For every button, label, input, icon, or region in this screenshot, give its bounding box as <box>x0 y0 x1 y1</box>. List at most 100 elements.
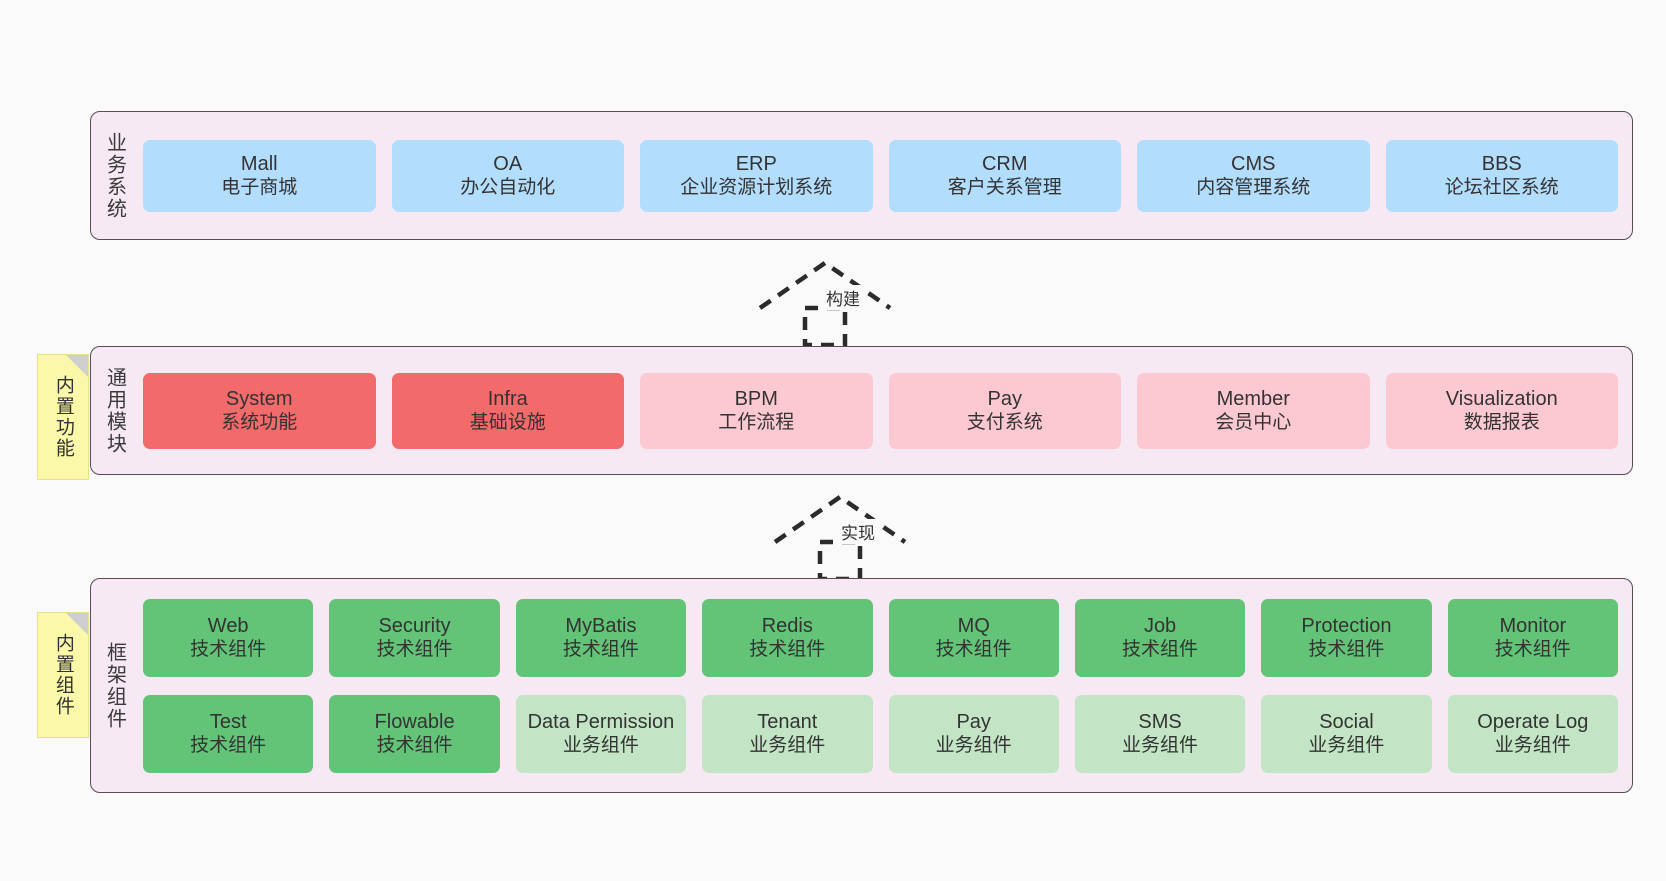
box-mq-en: MQ <box>957 614 990 637</box>
box-data-permission-cn: 业务组件 <box>562 735 639 757</box>
box-test-cn: 技术组件 <box>190 735 267 757</box>
box-flowable-cn: 技术组件 <box>376 735 453 757</box>
box-bbs-en: BBS <box>1481 152 1522 175</box>
box-operate-log-en: Operate Log <box>1477 710 1589 733</box>
box-flowable-en: Flowable <box>374 710 455 733</box>
box-mybatis[interactable]: MyBatis 技术组件 <box>515 598 687 677</box>
box-security[interactable]: Security 技术组件 <box>329 598 500 677</box>
framework-row-tech: Web 技术组件 Security 技术组件 MyBatis 技术组件 Redi… <box>143 598 1618 677</box>
box-job[interactable]: Job 技术组件 <box>1074 598 1246 677</box>
business-row: Mall 电子商城 OA 办公自动化 ERP 企业资源计划系统 CRM 客户关系… <box>143 139 1618 212</box>
box-security-cn: 技术组件 <box>376 639 453 661</box>
sticky-note-builtin-features: 内置功能 <box>37 354 89 480</box>
box-web-cn: 技术组件 <box>190 639 267 661</box>
box-data-permission-en: Data Permission <box>527 710 675 733</box>
box-pay-component-cn: 业务组件 <box>935 735 1012 757</box>
box-pay-component[interactable]: Pay 业务组件 <box>888 694 1059 773</box>
box-mq-cn: 技术组件 <box>935 639 1012 661</box>
box-member-en: Member <box>1216 387 1290 410</box>
box-web-en: Web <box>207 614 249 637</box>
box-monitor-en: Monitor <box>1499 614 1567 637</box>
box-test-en: Test <box>209 710 247 733</box>
box-visualization[interactable]: Visualization 数据报表 <box>1385 372 1618 449</box>
layer-title-business: 业务系统 <box>103 131 126 220</box>
connector-implement: 实现 <box>760 489 960 582</box>
sticky-note-builtin-components-label: 内置组件 <box>52 633 74 717</box>
sticky-fold-icon <box>66 355 88 377</box>
layer-body-common: System 系统功能 Infra 基础设施 BPM 工作流程 Pay 支付系统… <box>137 347 1632 474</box>
box-erp[interactable]: ERP 企业资源计划系统 <box>640 139 873 212</box>
box-erp-cn: 企业资源计划系统 <box>680 177 833 199</box>
box-pay-module-en: Pay <box>987 387 1022 410</box>
box-crm[interactable]: CRM 客户关系管理 <box>888 139 1121 212</box>
box-bbs[interactable]: BBS 论坛社区系统 <box>1385 139 1618 212</box>
layer-framework-component: 框架组件 Web 技术组件 Security 技术组件 MyBatis 技术组件… <box>90 578 1633 793</box>
box-mybatis-cn: 技术组件 <box>562 639 639 661</box>
box-system-cn: 系统功能 <box>221 412 298 434</box>
box-data-permission[interactable]: Data Permission 业务组件 <box>515 694 687 773</box>
box-protection-cn: 技术组件 <box>1308 639 1385 661</box>
box-operate-log[interactable]: Operate Log 业务组件 <box>1447 694 1618 773</box>
box-protection[interactable]: Protection 技术组件 <box>1261 598 1432 677</box>
box-job-cn: 技术组件 <box>1122 639 1199 661</box>
box-infra-en: Infra <box>487 387 528 410</box>
box-test[interactable]: Test 技术组件 <box>143 694 314 773</box>
box-visualization-cn: 数据报表 <box>1463 412 1540 434</box>
box-oa[interactable]: OA 办公自动化 <box>391 139 624 212</box>
box-tenant-cn: 业务组件 <box>749 735 826 757</box>
box-sms-en: SMS <box>1138 710 1182 733</box>
layer-body-business: Mall 电子商城 OA 办公自动化 ERP 企业资源计划系统 CRM 客户关系… <box>137 112 1632 239</box>
box-member-cn: 会员中心 <box>1215 412 1292 434</box>
box-bpm-en: BPM <box>734 387 778 410</box>
box-redis[interactable]: Redis 技术组件 <box>702 598 873 677</box>
box-redis-cn: 技术组件 <box>749 639 826 661</box>
box-oa-cn: 办公自动化 <box>460 177 556 199</box>
box-pay-module[interactable]: Pay 支付系统 <box>888 372 1121 449</box>
box-system-en: System <box>225 387 293 410</box>
box-erp-en: ERP <box>735 152 777 175</box>
box-social-en: Social <box>1319 710 1374 733</box>
connector-build-label: 构建 <box>823 285 863 310</box>
box-member[interactable]: Member 会员中心 <box>1137 372 1370 449</box>
box-protection-en: Protection <box>1301 614 1392 637</box>
box-mq[interactable]: MQ 技术组件 <box>888 598 1059 677</box>
box-monitor[interactable]: Monitor 技术组件 <box>1447 598 1618 677</box>
box-oa-en: OA <box>493 152 523 175</box>
box-infra-cn: 基础设施 <box>469 412 546 434</box>
box-mall-en: Mall <box>240 152 278 175</box>
box-tenant[interactable]: Tenant 业务组件 <box>702 694 873 773</box>
box-cms-en: CMS <box>1231 152 1276 175</box>
box-cms-cn: 内容管理系统 <box>1196 177 1311 199</box>
box-crm-cn: 客户关系管理 <box>947 177 1062 199</box>
box-bpm[interactable]: BPM 工作流程 <box>640 372 873 449</box>
box-flowable[interactable]: Flowable 技术组件 <box>329 694 500 773</box>
layer-common-module: 通用模块 System 系统功能 Infra 基础设施 BPM 工作流程 Pay… <box>90 346 1633 475</box>
box-sms[interactable]: SMS 业务组件 <box>1074 694 1246 773</box>
box-crm-en: CRM <box>981 152 1028 175</box>
box-redis-en: Redis <box>761 614 813 637</box>
box-infra[interactable]: Infra 基础设施 <box>391 372 624 449</box>
box-bpm-cn: 工作流程 <box>718 412 795 434</box>
box-mall[interactable]: Mall 电子商城 <box>143 139 376 212</box>
box-pay-module-cn: 支付系统 <box>966 412 1043 434</box>
box-sms-cn: 业务组件 <box>1122 735 1199 757</box>
connector-build: 构建 <box>745 255 945 348</box>
box-cms[interactable]: CMS 内容管理系统 <box>1137 139 1370 212</box>
connector-implement-label: 实现 <box>838 519 878 544</box>
layer-business-system: 业务系统 Mall 电子商城 OA 办公自动化 ERP 企业资源计划系统 CRM… <box>90 111 1633 240</box>
box-social[interactable]: Social 业务组件 <box>1261 694 1432 773</box>
sticky-note-builtin-components: 内置组件 <box>37 612 89 738</box>
box-mall-cn: 电子商城 <box>221 177 298 199</box>
sticky-fold-icon <box>66 613 88 635</box>
box-operate-log-cn: 业务组件 <box>1494 735 1571 757</box>
box-web[interactable]: Web 技术组件 <box>143 598 314 677</box>
box-system[interactable]: System 系统功能 <box>143 372 376 449</box>
sticky-note-builtin-features-label: 内置功能 <box>52 375 74 459</box>
box-mybatis-en: MyBatis <box>565 614 637 637</box>
box-security-en: Security <box>378 614 451 637</box>
box-bbs-cn: 论坛社区系统 <box>1444 177 1559 199</box>
box-job-en: Job <box>1143 614 1177 637</box>
box-pay-component-en: Pay <box>956 710 991 733</box>
framework-row-business: Test 技术组件 Flowable 技术组件 Data Permission … <box>143 694 1618 773</box>
box-monitor-cn: 技术组件 <box>1494 639 1571 661</box>
